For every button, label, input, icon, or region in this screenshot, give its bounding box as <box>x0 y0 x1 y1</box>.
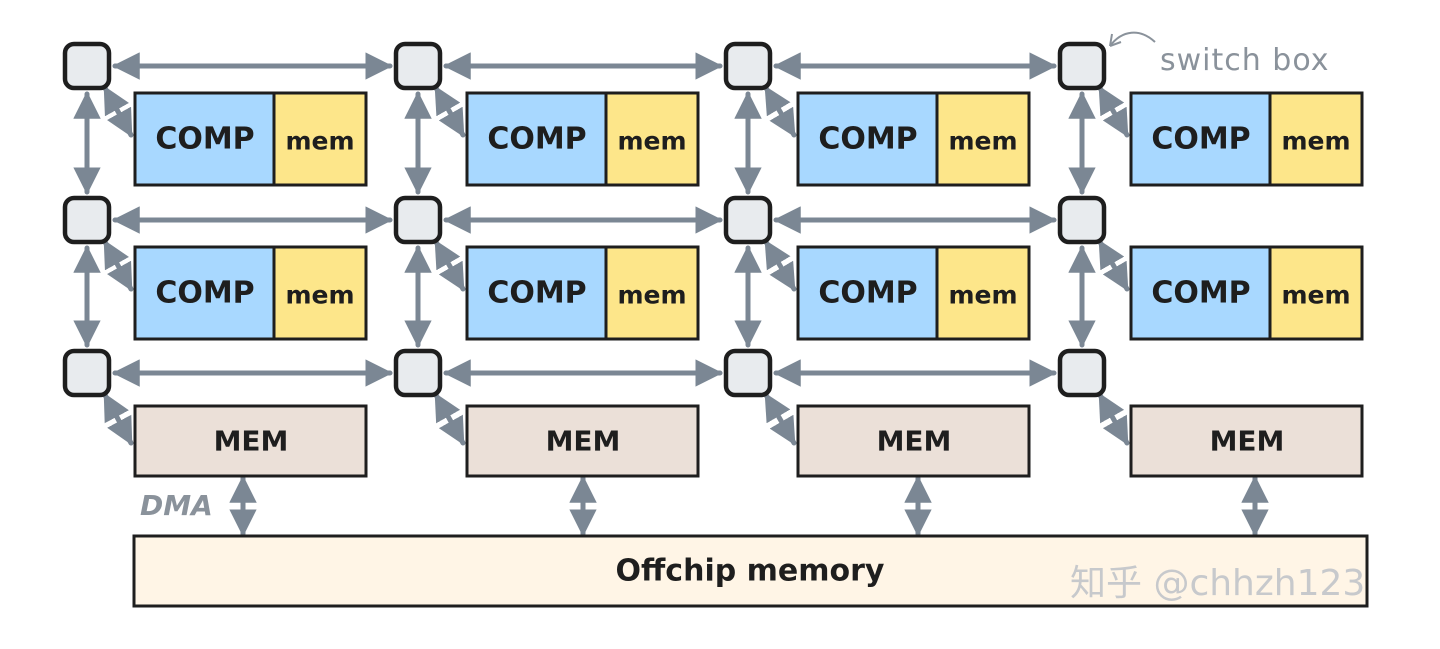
mem-label: mem <box>617 127 686 156</box>
switch-to-MEM-link <box>102 392 134 446</box>
switch-to-MEM-link <box>1097 392 1130 446</box>
mem-block <box>604 245 700 341</box>
mem-label: mem <box>948 281 1017 310</box>
offchip-memory-label: Offchip memory <box>616 554 885 589</box>
switch-box <box>1057 348 1107 398</box>
comp-label: COMP <box>1151 276 1250 311</box>
watermark: 知乎 @chhzh123 <box>1070 563 1365 604</box>
comp-block <box>796 245 939 341</box>
switch-to-tile-link <box>102 239 134 292</box>
interconnect-arrows <box>73 52 1269 537</box>
MEM-label: MEM <box>214 425 289 458</box>
mem-block <box>935 245 1031 341</box>
switch-to-tile-link <box>763 85 797 138</box>
comp-label: COMP <box>487 276 586 311</box>
switch-box <box>393 195 443 245</box>
comp-block <box>1129 245 1272 341</box>
switch-box <box>723 41 773 91</box>
switch-to-tile-link <box>433 85 466 138</box>
comp-label: COMP <box>1151 122 1250 157</box>
switch-to-MEM-link <box>763 392 797 446</box>
offchip-memory-block <box>132 534 1369 608</box>
switch-box <box>62 348 112 398</box>
switch-box <box>723 195 773 245</box>
comp-label: COMP <box>487 122 586 157</box>
mem-block <box>935 91 1031 187</box>
MEM-block <box>133 404 368 478</box>
switch-box <box>393 41 443 91</box>
mem-label: mem <box>285 281 354 310</box>
switch-to-tile-link <box>433 239 466 292</box>
MEM-label: MEM <box>1210 425 1285 458</box>
comp-block <box>465 91 608 187</box>
switch-box <box>62 195 112 245</box>
mem-block <box>604 91 700 187</box>
switch-box <box>393 348 443 398</box>
mem-label: mem <box>617 281 686 310</box>
switch-to-tile-link <box>763 239 797 292</box>
comp-block <box>796 91 939 187</box>
switch-box <box>62 41 112 91</box>
switch-box-annotation: switch box <box>1160 43 1330 78</box>
comp-block <box>1129 91 1272 187</box>
mem-block <box>272 91 368 187</box>
mem-label: mem <box>1281 281 1350 310</box>
switch-box <box>723 348 773 398</box>
dma-annotation: DMA <box>140 489 213 522</box>
mem-label: mem <box>1281 127 1350 156</box>
MEM-block <box>465 404 700 478</box>
switch-to-MEM-link <box>433 392 466 446</box>
MEM-label: MEM <box>546 425 621 458</box>
MEM-label: MEM <box>877 425 952 458</box>
comp-label: COMP <box>818 122 917 157</box>
MEM-block <box>796 404 1031 478</box>
switch-to-tile-link <box>102 85 134 138</box>
mem-block <box>1268 91 1364 187</box>
switch-box <box>1057 195 1107 245</box>
switch-to-tile-link <box>1097 85 1130 138</box>
comp-label: COMP <box>155 122 254 157</box>
mem-label: mem <box>948 127 1017 156</box>
switch-box <box>1057 41 1107 91</box>
comp-label: COMP <box>818 276 917 311</box>
comp-block <box>465 245 608 341</box>
switch-box-pointer <box>1109 31 1156 47</box>
MEM-block <box>1129 404 1364 478</box>
mem-label: mem <box>285 127 354 156</box>
switch-to-tile-link <box>1097 239 1130 292</box>
mem-block <box>1268 245 1364 341</box>
switch-box-pointer-head <box>1109 33 1122 47</box>
mem-block <box>272 245 368 341</box>
comp-label: COMP <box>155 276 254 311</box>
